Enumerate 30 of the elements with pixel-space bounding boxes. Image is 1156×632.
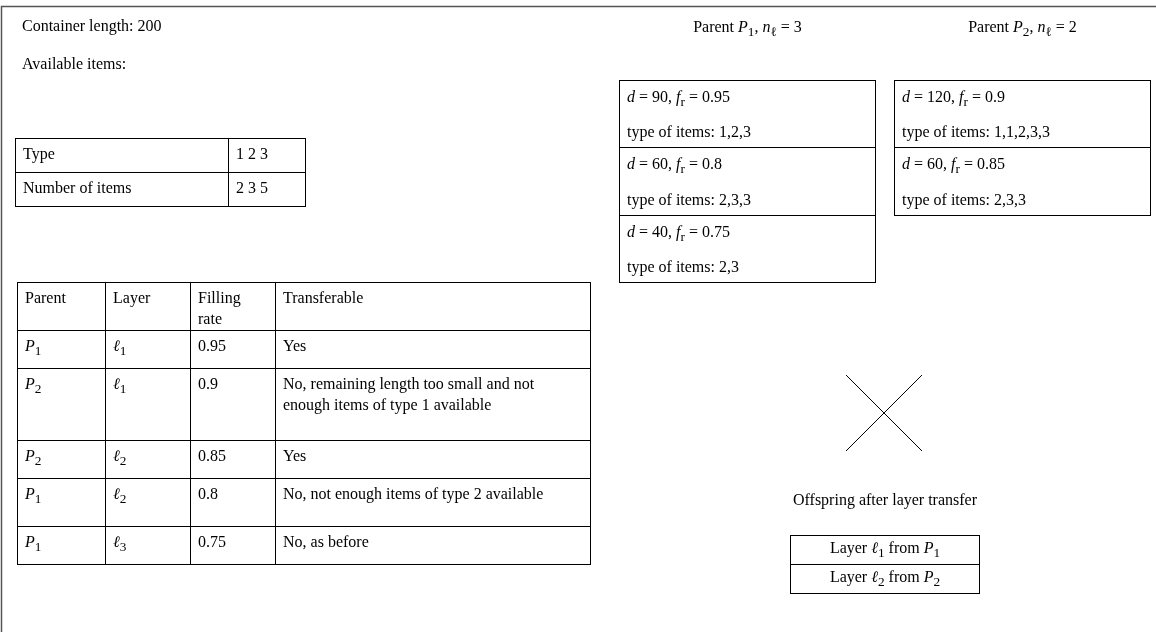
layer-text: type of items: 1,2,3 [627, 122, 752, 142]
layer-text: type of items: 2,3,3 [627, 189, 752, 209]
layer-row: Layer ℓ$_{2}$ from P$_{2}$ [790, 564, 980, 595]
group-heading: Offspring after layer transfer [791, 491, 979, 509]
layer-text: d = 90, f$_{r}$ = 0.95 [627, 87, 731, 111]
layer-text: d = 60, f$_{r}$ = 0.85 [902, 154, 1006, 178]
layer-text: d = 120, f$_{r}$ = 0.9 [902, 87, 1006, 111]
table-cell: 1 2 3 [228, 138, 306, 173]
layer-text: type of items: 2,3,3 [902, 189, 1027, 209]
table-cell: No, as before [275, 526, 591, 565]
layer-box [619, 214, 876, 284]
table-cell: Number of items [15, 172, 229, 207]
layer-text: d = 40, f$_{r}$ = 0.75 [627, 221, 731, 245]
table-cell: Type [15, 138, 229, 173]
group-heading: Parent P$_{2}$, n$_{ℓ}$ = 2 [967, 18, 1078, 41]
text-label: Available items: [22, 54, 127, 74]
layer-text: type of items: 2,3 [627, 256, 740, 277]
layer-box [619, 80, 876, 149]
group-heading: Parent P$_{1}$, n$_{ℓ}$ = 3 [692, 18, 803, 41]
layer-row: Layer ℓ$_{1}$ from P$_{1}$ [790, 535, 980, 566]
layer-box [894, 147, 1151, 216]
layer-box [619, 147, 876, 216]
layer-text: type of items: 1,1,2,3,3 [902, 122, 1051, 142]
layer-text: d = 60, f$_{r}$ = 0.8 [627, 154, 723, 178]
layer-box [894, 80, 1151, 149]
table-cell: 2 3 5 [228, 172, 306, 207]
table-cell: Parent [17, 282, 106, 331]
table-cell: P$_{1}$ [17, 526, 106, 565]
table-cell: Transferable [275, 282, 591, 331]
text-label: Container length: 200 [22, 16, 162, 37]
